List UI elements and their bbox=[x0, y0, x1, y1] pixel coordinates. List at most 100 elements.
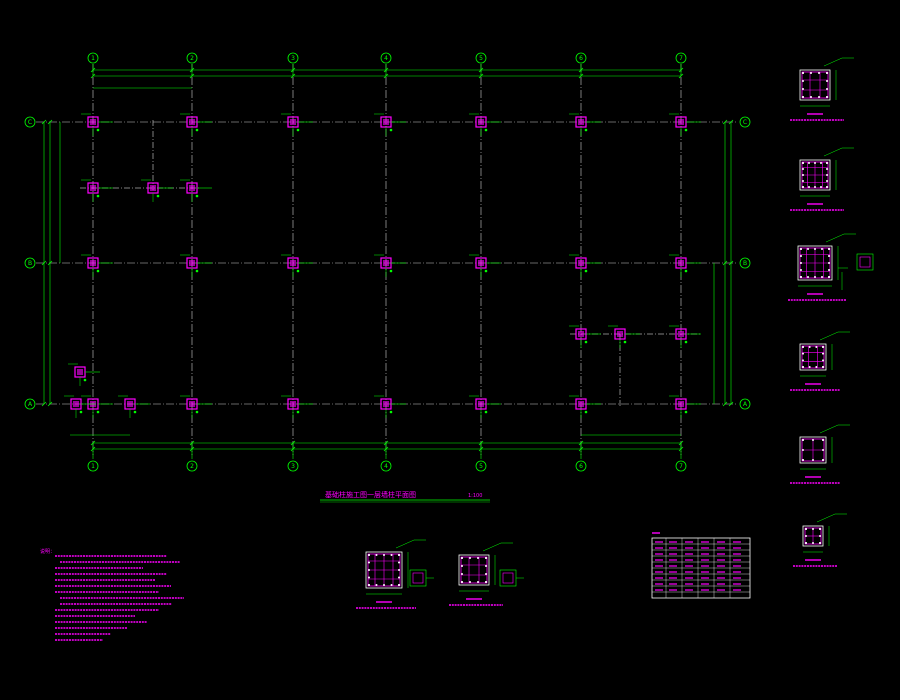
axis-bubble-label: 1 bbox=[91, 463, 95, 470]
section-bar bbox=[800, 255, 802, 257]
section-bar bbox=[819, 535, 821, 537]
column-fill bbox=[290, 260, 296, 266]
column bbox=[669, 395, 701, 418]
column bbox=[374, 395, 406, 418]
axis-bubble-label: B bbox=[28, 260, 32, 267]
dim-tick bbox=[678, 67, 684, 73]
axis-bubble-circle bbox=[475, 52, 487, 64]
axis-bubble-label: 5 bbox=[479, 55, 483, 62]
section-bar bbox=[368, 554, 370, 556]
axis-bubble: B bbox=[739, 257, 751, 269]
dim-tick bbox=[478, 446, 484, 452]
column-fill bbox=[478, 260, 484, 266]
section-bar bbox=[802, 449, 804, 451]
small-detail-inner bbox=[412, 572, 424, 584]
section-bar bbox=[802, 80, 804, 82]
section-bar bbox=[822, 346, 824, 348]
column bbox=[669, 113, 701, 136]
column-fill bbox=[189, 260, 195, 266]
dim-tick bbox=[47, 401, 53, 407]
section-bar bbox=[828, 262, 830, 264]
section-bar bbox=[398, 576, 400, 579]
axis-bubble: 2 bbox=[186, 460, 198, 472]
column-dot bbox=[195, 410, 199, 414]
axis-bubble-label: C bbox=[28, 119, 32, 126]
column-dot bbox=[79, 410, 83, 414]
section-bar bbox=[375, 554, 378, 556]
axis-bubble-circle bbox=[186, 52, 198, 64]
section-outline bbox=[458, 554, 490, 586]
section-bar bbox=[802, 359, 804, 362]
dim-tick bbox=[578, 67, 584, 73]
section-bar bbox=[822, 439, 824, 441]
dim-tick bbox=[383, 73, 389, 79]
section-kz7 bbox=[356, 539, 426, 609]
section-bar bbox=[815, 366, 818, 368]
column-fill bbox=[478, 119, 484, 125]
column-dot bbox=[195, 269, 199, 273]
column bbox=[374, 113, 406, 136]
section-bar bbox=[383, 554, 385, 556]
axis-bubble: B bbox=[24, 257, 36, 269]
section-stirrup bbox=[460, 556, 488, 584]
axis-bubble: 1 bbox=[87, 52, 99, 64]
axis-bubble: A bbox=[24, 398, 36, 410]
drawing-scale: 1:100 bbox=[468, 493, 482, 499]
column-dot bbox=[195, 128, 199, 132]
column-dot bbox=[83, 378, 87, 382]
section-bar bbox=[812, 542, 814, 544]
section-bar bbox=[826, 186, 828, 188]
section-bar bbox=[368, 561, 370, 564]
section-bar bbox=[805, 535, 807, 537]
axis-bubble-label: A bbox=[743, 401, 748, 408]
section-bar bbox=[461, 573, 463, 575]
section-bar bbox=[820, 186, 822, 188]
dim-tick bbox=[722, 401, 728, 407]
section-bar bbox=[828, 255, 830, 257]
dim-tick bbox=[722, 119, 728, 125]
section-leader bbox=[482, 542, 502, 552]
dim-tick bbox=[290, 67, 296, 73]
dim-tick bbox=[290, 446, 296, 452]
section-bar bbox=[819, 528, 821, 530]
column-fill bbox=[189, 401, 195, 407]
column-dot bbox=[389, 128, 393, 132]
column bbox=[469, 254, 501, 277]
axis-bubble: 5 bbox=[475, 460, 487, 472]
column-fill bbox=[578, 401, 584, 407]
axis-bubble: 6 bbox=[575, 460, 587, 472]
column bbox=[569, 395, 601, 418]
section-bar bbox=[802, 459, 804, 461]
section-bar bbox=[814, 162, 816, 164]
column bbox=[569, 254, 601, 277]
section-outline bbox=[802, 525, 824, 547]
dim-tick bbox=[90, 446, 96, 452]
axis-bubble-circle bbox=[675, 52, 687, 64]
section-bar bbox=[802, 72, 804, 74]
axis-bubble-label: 3 bbox=[291, 463, 295, 470]
side-detail-inner bbox=[859, 256, 871, 268]
axis-bubble-label: 2 bbox=[190, 55, 194, 62]
section-bar bbox=[398, 584, 400, 586]
section-bar bbox=[477, 581, 479, 583]
section-bar bbox=[469, 557, 471, 559]
section-bar bbox=[390, 554, 393, 556]
section-bar bbox=[807, 248, 809, 250]
section-bar bbox=[826, 168, 828, 170]
section-bar bbox=[800, 269, 802, 271]
section-bar bbox=[808, 366, 811, 368]
axis-bubble-label: 1 bbox=[91, 55, 95, 62]
section-bar bbox=[802, 96, 804, 98]
column-fill bbox=[617, 331, 623, 337]
column bbox=[180, 113, 212, 136]
general-notes: 说明： bbox=[40, 548, 184, 641]
section-stirrup bbox=[801, 71, 829, 99]
section-bar bbox=[461, 557, 463, 559]
schedule-table bbox=[651, 532, 751, 599]
column-dot bbox=[296, 269, 300, 273]
dim-tick bbox=[189, 440, 195, 446]
section-bar bbox=[815, 346, 818, 348]
column-dot bbox=[96, 410, 100, 414]
axis-bubble-circle bbox=[739, 398, 751, 410]
